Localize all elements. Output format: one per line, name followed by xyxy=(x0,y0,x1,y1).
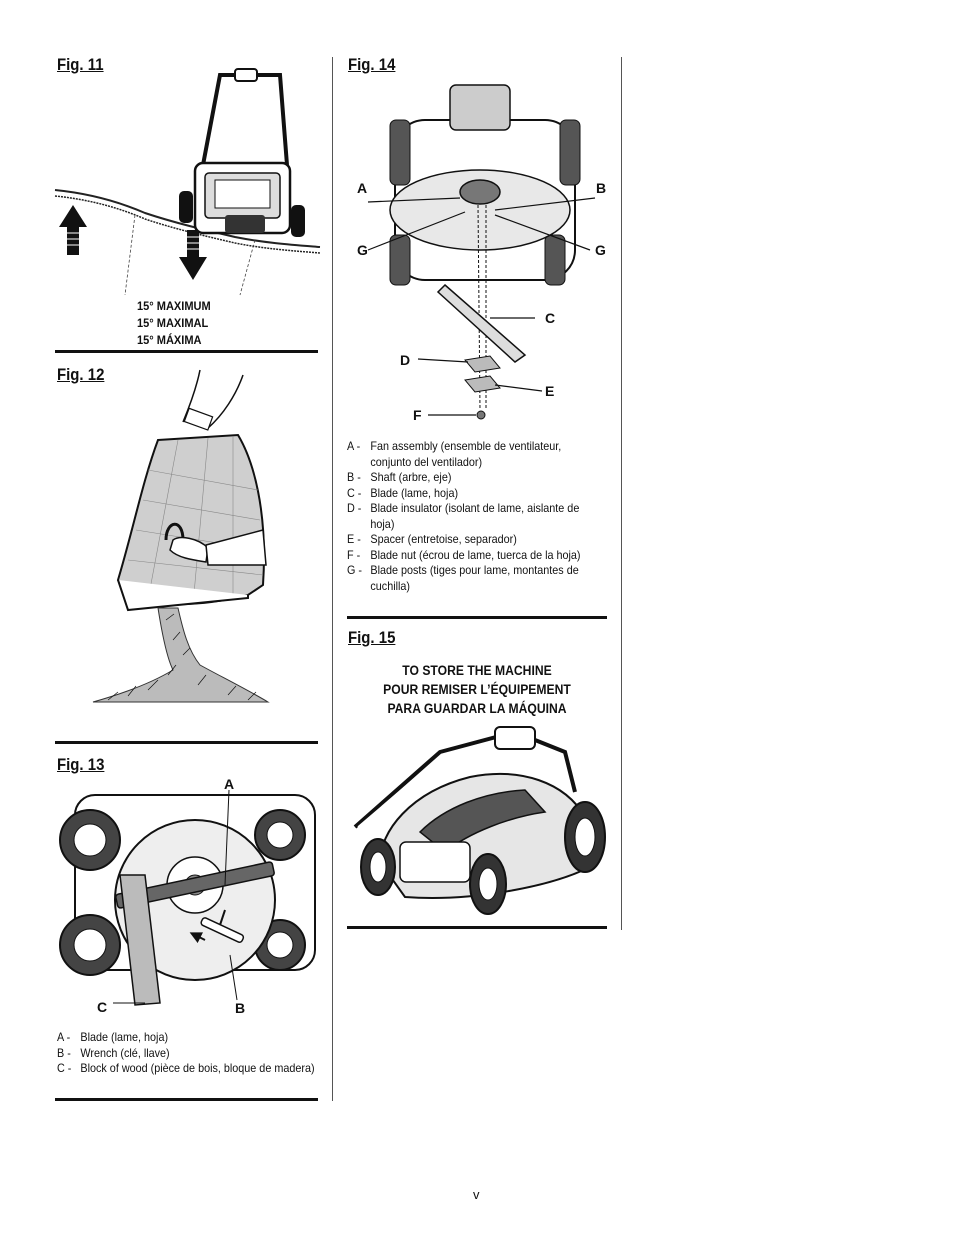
fig15-rule xyxy=(347,926,607,929)
fig13-callout-a: A xyxy=(224,776,235,792)
wheel-icon xyxy=(59,914,121,976)
legend-text: Blade posts (tiges pour lame, montantes … xyxy=(370,563,579,593)
legend-item: F - Blade nut (écrou de lame, tuerca de l… xyxy=(347,548,595,564)
fig14-callout-b: B xyxy=(596,180,607,196)
legend-item: D - Blade insulator (isolant de lame, ais… xyxy=(347,501,595,532)
fig14-callout-f: F xyxy=(413,407,422,423)
legend-key: B - xyxy=(347,470,361,484)
fig14-callout-g-left: G xyxy=(357,242,368,258)
fig14-blade-assembly-illustration xyxy=(367,84,596,420)
legend-item: B - Shaft (arbre, eje) xyxy=(347,470,595,486)
fig12-rule xyxy=(55,741,318,744)
legend-key: C - xyxy=(57,1061,72,1075)
legend-text: Fan assembly (ensemble de ventilateur, c… xyxy=(370,439,562,469)
legend-text: Block of wood (pièce de bois, bloque de … xyxy=(80,1061,315,1075)
wheel-icon xyxy=(360,838,396,896)
legend-key: A - xyxy=(347,439,361,453)
wheel-icon xyxy=(254,809,306,861)
up-arrow-icon xyxy=(59,205,87,255)
slope-line-2: 15° MAXIMAL xyxy=(137,316,209,330)
legend-text: Blade nut (écrou de lame, tuerca de la h… xyxy=(370,547,581,562)
fig11-title: Fig. 11 xyxy=(57,55,104,74)
legend-text: Shaft (arbre, eje) xyxy=(370,470,452,484)
fig11-rule xyxy=(55,350,318,353)
legend-item: G - Blade posts (tiges pour lame, montant… xyxy=(347,563,595,594)
store-line-3: PARA GUARDAR LA MÁQUINA xyxy=(387,701,567,716)
fig14-callout-c: C xyxy=(545,310,556,326)
fig12-emptying-bag-illustration xyxy=(92,369,270,703)
fig14-legend: A - Fan assembly (ensemble de ventilateur… xyxy=(347,439,595,594)
fig14-callout-d: D xyxy=(400,352,411,368)
fig15-title: Fig. 15 xyxy=(348,628,396,647)
legend-key: F - xyxy=(347,547,361,562)
down-arrow-icon xyxy=(179,230,207,280)
legend-item: C - Block of wood (pièce de bois, bloque … xyxy=(57,1061,318,1077)
fig13-title: Fig. 13 xyxy=(57,755,105,774)
legend-text: Blade (lame, hoja) xyxy=(370,485,459,500)
wheel-icon xyxy=(469,853,507,915)
legend-text: Spacer (entretoise, separador) xyxy=(370,532,517,546)
legend-item: E - Spacer (entretoise, separador) xyxy=(347,532,595,548)
fig13-rule xyxy=(55,1098,318,1101)
legend-item: C - Blade (lame, hoja) xyxy=(347,486,595,502)
fig13-blade-removal-illustration xyxy=(59,789,316,1006)
fig12-title: Fig. 12 xyxy=(57,365,105,384)
fig11-slope-mower-illustration xyxy=(54,68,321,296)
fig14-title: Fig. 14 xyxy=(348,55,396,74)
fig14-callout-e: E xyxy=(545,383,555,399)
legend-key: E - xyxy=(347,532,361,546)
fig15-folded-mower-illustration xyxy=(353,726,606,915)
fig13-legend: A - Blade (lame, hoja) B - Wrench (clé, ll… xyxy=(57,1030,318,1077)
fig15-store-text: TO STORE THE MACHINE POUR REMISER L’ÉQUI… xyxy=(360,661,594,718)
page-number: v xyxy=(473,1187,480,1202)
legend-key: G - xyxy=(347,563,363,577)
store-line-1: TO STORE THE MACHINE xyxy=(402,663,552,678)
legend-text: Blade insulator (isolant de lame, aislan… xyxy=(370,501,580,531)
slope-line-3: 15° MÁXIMA xyxy=(137,333,202,347)
slope-line-1: 15° MAXIMUM xyxy=(137,299,211,313)
fig13-callout-b: B xyxy=(235,1000,246,1016)
legend-item: A - Blade (lame, hoja) xyxy=(57,1030,318,1046)
fig13-callout-c: C xyxy=(97,999,108,1015)
legend-item: B - Wrench (clé, llave) xyxy=(57,1046,318,1062)
column-divider xyxy=(621,57,622,930)
legend-key: D - xyxy=(347,501,362,515)
legend-text: Blade (lame, hoja) xyxy=(80,1030,169,1044)
legend-key: A - xyxy=(57,1030,71,1044)
legend-item: A - Fan assembly (ensemble de ventilateur… xyxy=(347,439,595,470)
legend-text: Wrench (clé, llave) xyxy=(80,1045,170,1060)
legend-key: C - xyxy=(347,485,362,500)
store-line-2: POUR REMISER L’ÉQUIPEMENT xyxy=(383,682,571,697)
wheel-icon xyxy=(59,809,121,871)
fig14-callout-a: A xyxy=(357,180,368,196)
fig11-slope-text: 15° MAXIMUM 15° MAXIMAL 15° MÁXIMA xyxy=(137,298,211,349)
wheel-icon xyxy=(564,801,606,873)
column-divider xyxy=(332,57,333,1101)
fig14-callout-g-right: G xyxy=(595,242,606,258)
fig14-rule xyxy=(347,616,607,619)
legend-key: B - xyxy=(57,1045,71,1060)
